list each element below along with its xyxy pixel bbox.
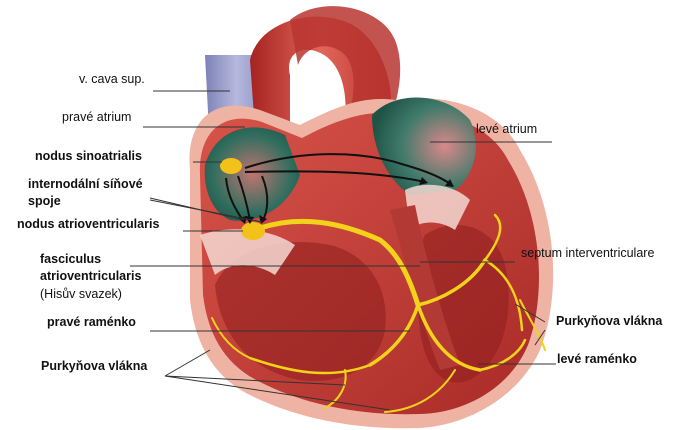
label-purkinje-right: Purkyňova vlákna	[556, 314, 663, 328]
label-vena-cava: v. cava sup.	[79, 72, 145, 86]
label-bundle-3: (Hisův svazek)	[40, 287, 122, 301]
label-sa-node: nodus sinoatrialis	[35, 149, 142, 163]
av-node-shape	[241, 222, 265, 240]
label-septum: septum interventriculare	[521, 246, 655, 260]
mitral-valve	[405, 184, 470, 230]
left-atrium-chamber	[372, 97, 476, 195]
right-branch-path	[368, 303, 420, 367]
label-bundle-2: atrioventricularis	[40, 269, 142, 283]
left-branch-path-2	[416, 303, 482, 372]
label-left-branch: levé raménko	[557, 352, 637, 366]
purkinje-path-8	[519, 299, 546, 351]
tricuspid-valve	[200, 229, 295, 275]
label-av-node: nodus atrioventricularis	[17, 217, 160, 231]
purkinje-path-7	[384, 369, 456, 413]
label-internodal-2: spoje	[28, 194, 61, 208]
purkinje-path-5	[211, 317, 251, 359]
label-purkinje-left: Purkyňova vlákna	[41, 359, 148, 373]
sa-node-shape	[220, 158, 242, 174]
right-atrium-chamber	[204, 127, 300, 221]
label-left-atrium: levé atrium	[476, 122, 538, 136]
purkinje-path-2	[483, 258, 524, 332]
label-bundle-1: fasciculus	[40, 252, 102, 266]
purkinje-path-3	[478, 338, 527, 372]
label-internodal-1: internodální síňové	[28, 177, 143, 191]
pulmonary-trunk-shape	[290, 6, 401, 131]
right-ventricle-chamber	[215, 241, 386, 381]
left-branch-path	[416, 258, 487, 307]
leader-lines	[130, 90, 556, 411]
conduction-system	[211, 213, 546, 413]
purkinje-path-4	[248, 356, 372, 375]
label-right-branch: pravé raménko	[47, 315, 136, 329]
purkinje-path-1	[483, 213, 502, 262]
label-right-atrium: pravé atrium	[62, 110, 132, 124]
purkinje-path-6	[324, 369, 347, 409]
his-bundle-path	[257, 218, 421, 308]
septum-shape	[390, 205, 460, 370]
